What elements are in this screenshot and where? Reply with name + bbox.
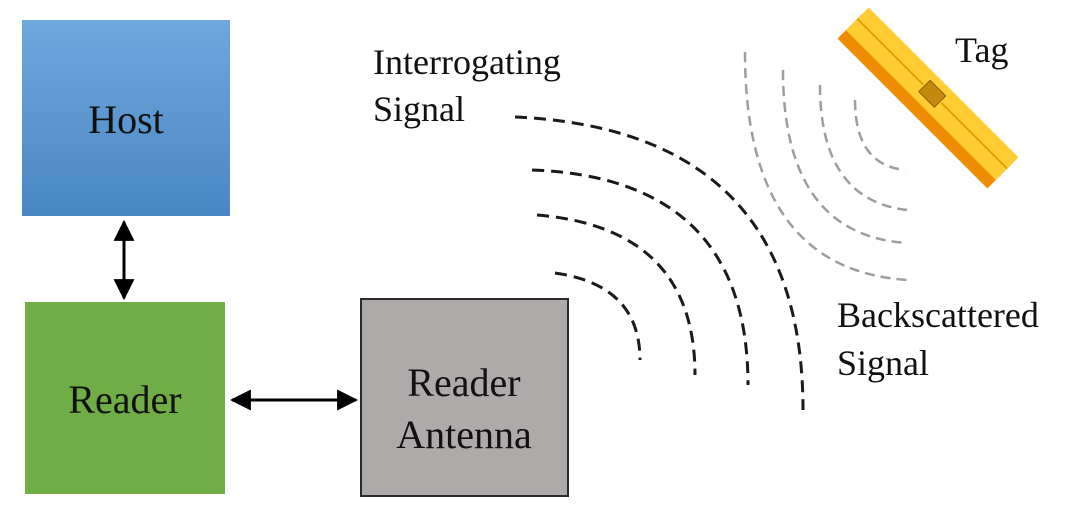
- backscatter-wave-2: [818, 84, 908, 212]
- interrogating-wave-1: [554, 271, 642, 361]
- backscattered-label-line2: Signal: [837, 343, 929, 383]
- reader-box-shape: [25, 302, 225, 494]
- interrogating-signal-waves: [514, 115, 805, 411]
- reader-antenna-box: Reader Antenna: [360, 298, 569, 497]
- tag-label: Tag: [955, 30, 1008, 70]
- backscattered-label-line1: Backscattered: [837, 295, 1039, 335]
- reader-antenna-label-line1: Reader: [407, 360, 520, 405]
- rfid-tag: [837, 7, 1019, 189]
- host-box: Host: [22, 20, 230, 216]
- backscattered-signal-waves: [743, 51, 909, 282]
- host-label: Host: [88, 97, 164, 142]
- reader-antenna-box-shape: [360, 298, 569, 497]
- interrogating-wave-2: [536, 213, 697, 376]
- interrogating-label-line1: Interrogating: [373, 42, 561, 82]
- tag-antenna-trace: [856, 18, 1008, 170]
- host-box-shape: [22, 20, 230, 216]
- interrogating-wave-3: [531, 168, 750, 386]
- reader-label: Reader: [68, 377, 181, 422]
- reader-antenna-label-line2: Antenna: [396, 412, 532, 457]
- tag-chip: [918, 79, 947, 108]
- interrogating-label-line2: Signal: [373, 89, 465, 129]
- reader-box: Reader: [25, 302, 225, 494]
- backscatter-wave-3: [781, 69, 908, 245]
- backscatter-wave-4: [743, 51, 909, 282]
- backscatter-wave-1: [853, 99, 906, 172]
- interrogating-wave-4: [514, 115, 805, 411]
